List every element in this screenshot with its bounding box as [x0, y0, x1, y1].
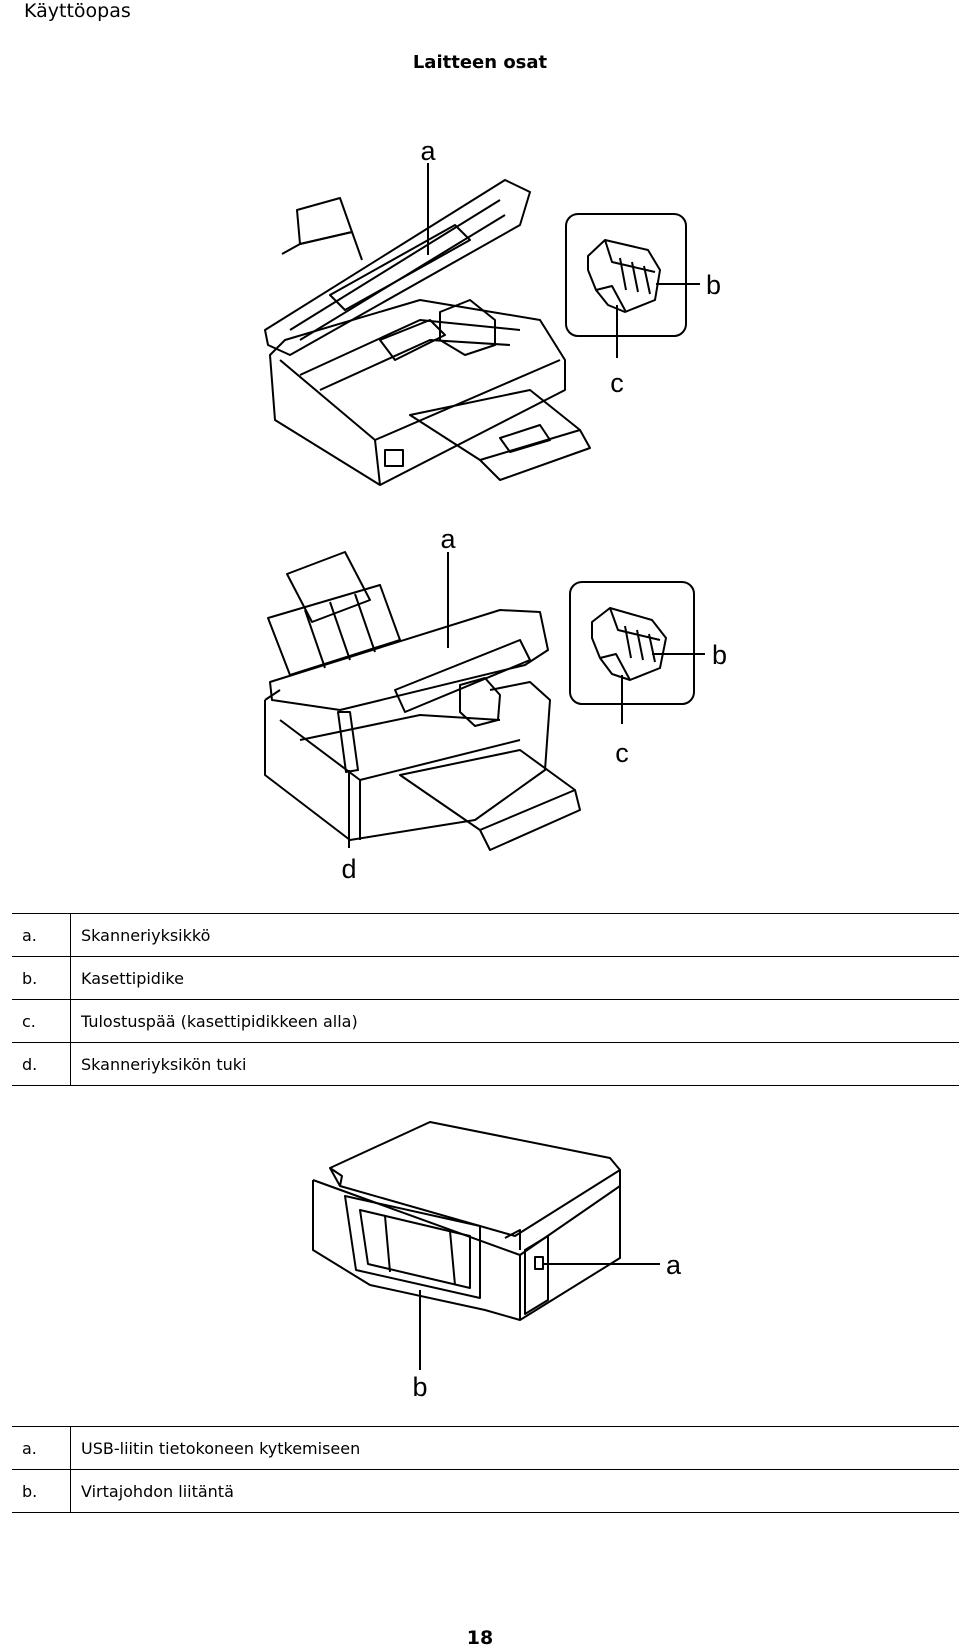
callout-b: b: [706, 270, 721, 300]
callout-a: a: [666, 1250, 682, 1280]
legend-text: Skanneriyksikön tuki: [70, 1042, 959, 1086]
legend-row: c. Tulostuspää (kasettipidikkeen alla): [12, 999, 959, 1043]
legend-row: b. Virtajohdon liitäntä: [12, 1469, 959, 1513]
legend-text: Skanneriyksikkö: [70, 913, 959, 957]
callout-c: c: [615, 738, 629, 768]
legend-text: Kasettipidike: [70, 956, 959, 1000]
legend-text: Virtajohdon liitäntä: [70, 1469, 959, 1513]
page-number: 18: [466, 1627, 494, 1649]
legend-table-2: a. USB-liitin tietokoneen kytkemiseen b.…: [12, 1426, 959, 1513]
legend-row: a. Skanneriyksikkö: [12, 913, 959, 957]
legend-table-1: a. Skanneriyksikkö b. Kasettipidike c. T…: [12, 913, 959, 1086]
legend-row: b. Kasettipidike: [12, 956, 959, 1000]
legend-key: d.: [12, 1042, 71, 1086]
legend-row: a. USB-liitin tietokoneen kytkemiseen: [12, 1426, 959, 1470]
legend-key: b.: [12, 956, 71, 1000]
callout-b: b: [712, 640, 727, 670]
document-header: Käyttöopas: [24, 0, 131, 22]
printer-open-illustration-1: a b c: [0, 130, 960, 490]
printer-open-illustration-2: a b c d: [0, 520, 960, 880]
legend-key: c.: [12, 999, 71, 1043]
callout-a: a: [440, 524, 456, 554]
printer-rear-illustration: a b: [0, 1110, 960, 1410]
callout-a: a: [420, 136, 436, 166]
legend-text: Tulostuspää (kasettipidikkeen alla): [70, 999, 959, 1043]
callout-d: d: [341, 854, 356, 880]
legend-row: d. Skanneriyksikön tuki: [12, 1042, 959, 1086]
legend-key: a.: [12, 913, 71, 957]
section-title: Laitteen osat: [412, 52, 548, 73]
legend-key: a.: [12, 1426, 71, 1470]
callout-c: c: [610, 368, 624, 398]
callout-b: b: [412, 1372, 427, 1402]
legend-key: b.: [12, 1469, 71, 1513]
legend-text: USB-liitin tietokoneen kytkemiseen: [70, 1426, 959, 1470]
